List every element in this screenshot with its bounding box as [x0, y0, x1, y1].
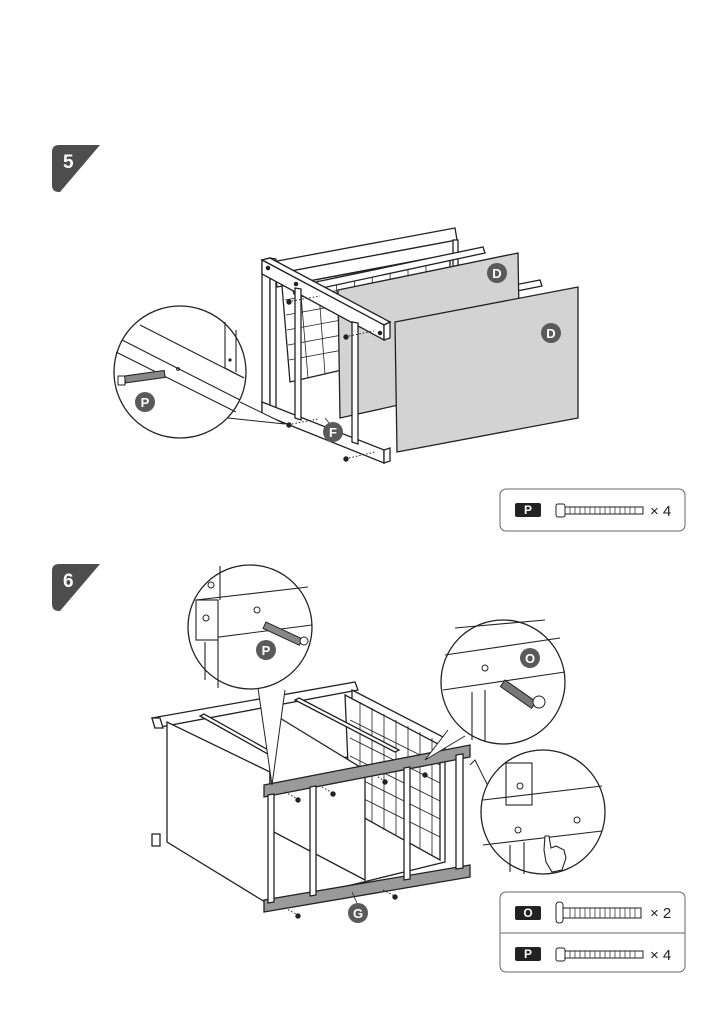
frame-f-label: F [329, 425, 337, 440]
step-5-badge: 5 [52, 145, 100, 192]
detail-right-label: O [525, 651, 535, 666]
legend-o-code: O [523, 906, 532, 920]
bolt-p-icon [555, 503, 644, 518]
legend-p-code: P [524, 947, 532, 961]
step-5-number: 5 [63, 152, 74, 173]
detail-p-label: P [141, 395, 150, 410]
step-6-detail-hand [469, 749, 606, 875]
frame-g-label: G [353, 906, 363, 921]
step-5-screws [286, 295, 376, 462]
legend-p-code: P [524, 503, 532, 517]
frame-g [263, 744, 471, 913]
step-6: 6 [52, 564, 686, 973]
bolt-p-icon [262, 621, 309, 646]
frame-g-label-group: G [348, 891, 368, 923]
bolt-p-icon [555, 947, 644, 962]
step-5-hardware-legend: P × 4 [499, 488, 686, 532]
frame-f [260, 257, 392, 464]
legend-row-o: O × 2 [515, 901, 671, 924]
panel-d-back-label: D [492, 266, 501, 281]
bolt-o-icon [499, 679, 546, 710]
step-5: 5 D [52, 145, 686, 532]
bolt-p-icon [117, 369, 166, 386]
step-6-detail-right: O [424, 619, 566, 761]
hand-icon [543, 835, 567, 873]
step-6-badge: 6 [52, 564, 100, 611]
bolt-o-icon [555, 901, 642, 924]
panel-d-front: D [394, 286, 579, 453]
step-6-screws [284, 772, 428, 919]
legend-p-qty: × 4 [650, 947, 671, 964]
legend-o-qty: × 2 [650, 905, 671, 922]
step-6-hardware-legend: O × 2 P [499, 891, 686, 973]
frame-f-label-group: F [323, 417, 343, 442]
panel-d-front-label: D [546, 326, 555, 341]
detail-left-label: P [262, 643, 271, 658]
step-6-detail-left: P [187, 564, 313, 786]
legend-row-p: P × 4 [515, 947, 671, 964]
step-5-detail-callout: P [113, 305, 286, 439]
legend-p-qty: × 4 [650, 503, 671, 520]
cabinet-body [151, 681, 446, 907]
step-6-number: 6 [63, 571, 74, 592]
